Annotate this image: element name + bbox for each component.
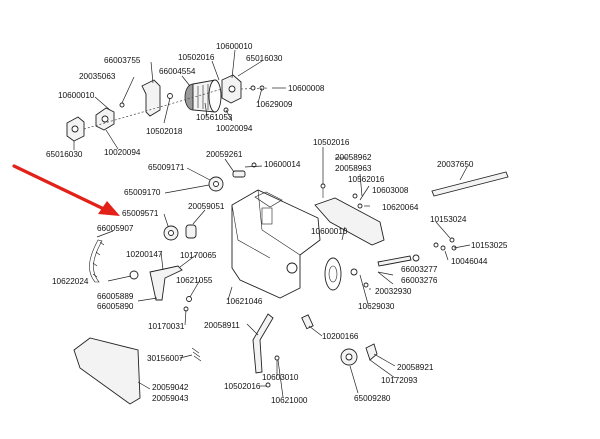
main-frame (231, 189, 342, 299)
part-label: 65016030 (246, 54, 283, 63)
part-label: 10172093 (381, 376, 418, 385)
part-label: 10170031 (148, 322, 185, 331)
part-label: 10153024 (430, 215, 467, 224)
part-label: 20059051 (188, 202, 225, 211)
part-label: 66003755 (104, 56, 141, 65)
part-label: 66004554 (159, 67, 196, 76)
part-label: 10020094 (104, 148, 141, 157)
part-label: 10621046 (226, 297, 263, 306)
part-label: 10502016 (313, 138, 350, 147)
part-label: 10200166 (322, 332, 359, 341)
part-label: 10629009 (256, 100, 293, 109)
leader-lines (73, 49, 471, 398)
part-label: 20058963 (335, 164, 372, 173)
part-label: 10200147 (126, 250, 163, 259)
red-pointer-arrow (12, 164, 120, 216)
part-label: 20037650 (437, 160, 474, 169)
part-label: 10502018 (146, 127, 183, 136)
part-label: 20058962 (335, 153, 372, 162)
part-label: 10600014 (264, 160, 301, 169)
part-label: 10020094 (216, 124, 253, 133)
part-label: 20059042 (152, 383, 189, 392)
part-label: 65009170 (124, 188, 161, 197)
part-label: 10621000 (271, 396, 308, 405)
part-label: 10629030 (358, 302, 395, 311)
part-label: 20032930 (375, 287, 412, 296)
part-label: 65009171 (148, 163, 185, 172)
part-label: 66003276 (401, 276, 438, 285)
part-label: 30156007 (147, 354, 184, 363)
part-label: 20058921 (397, 363, 434, 372)
part-label: 10561053 (196, 113, 233, 122)
part-label: 10600008 (288, 84, 325, 93)
part-label: 10170065 (180, 251, 217, 260)
part-label: 10600010 (58, 91, 95, 100)
part-label: 10562016 (348, 175, 385, 184)
part-label: 10502016 (224, 382, 261, 391)
part-label: 66003277 (401, 265, 438, 274)
part-label: 66005890 (97, 302, 134, 311)
sprocket-parts (89, 162, 257, 312)
part-label: 66005889 (97, 292, 134, 301)
part-label: 10153025 (471, 241, 508, 250)
part-label: 20059043 (152, 394, 189, 403)
part-label: 20059261 (206, 150, 243, 159)
part-label: 66005907 (97, 224, 134, 233)
part-label: 10620064 (382, 203, 419, 212)
part-label: 20035063 (79, 72, 116, 81)
part-label: 10621055 (176, 276, 213, 285)
bottom-parts (73, 313, 378, 405)
part-label: 65016030 (46, 150, 83, 159)
part-labels: 66003755 10502016 10600010 65016030 2003… (46, 42, 508, 405)
part-label: 10622024 (52, 277, 89, 286)
part-label: 10603010 (262, 373, 299, 382)
right-side-parts (314, 171, 509, 288)
part-label: 65009571 (122, 209, 159, 218)
part-label: 10600010 (216, 42, 253, 51)
part-label: 10046044 (451, 257, 488, 266)
part-label: 10502016 (178, 53, 215, 62)
part-label: 10603008 (372, 186, 409, 195)
part-label: 65009280 (354, 394, 391, 403)
top-gearbox-assembly (66, 74, 269, 142)
part-label: 10600010 (311, 227, 348, 236)
part-label: 20058911 (204, 321, 240, 330)
